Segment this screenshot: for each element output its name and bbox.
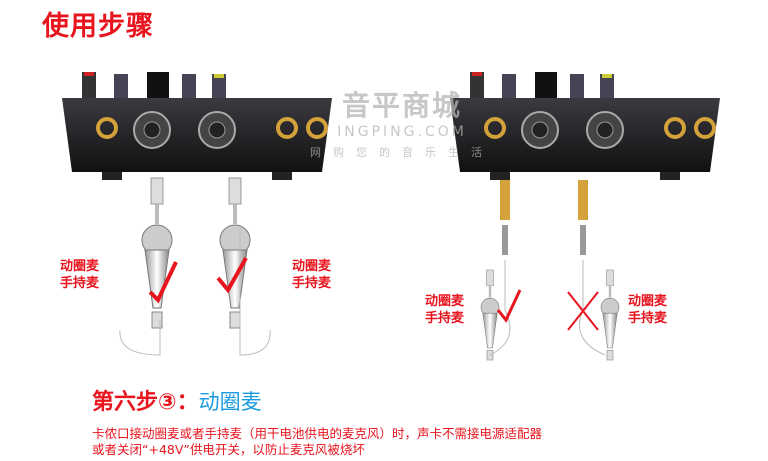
check-icon — [216, 257, 248, 294]
step-heading: 第六步③：动圈麦 — [92, 390, 262, 415]
step-description: 卡侬口接动圈麦或者手持麦（用干电池供电的麦克风）时，声卡不需接电源适配器 或者关… — [92, 426, 543, 457]
mic-left-2 — [219, 177, 251, 329]
check-icon — [496, 289, 522, 323]
watermark: 音平商城 INGPING.COM 网购您的音乐生活 — [310, 89, 494, 159]
page-title: 使用步骤 — [42, 11, 154, 42]
jack-adapters — [500, 180, 588, 255]
cross-icon — [567, 291, 599, 331]
check-icon — [148, 261, 178, 304]
mic-label-right-2: 动圈麦手持麦 — [628, 294, 668, 326]
mic-label-left: 动圈麦手持麦 — [60, 259, 100, 291]
mic-left-1 — [141, 177, 173, 329]
sound-card-left — [60, 70, 334, 182]
mic-label-right: 动圈麦手持麦 — [425, 294, 465, 326]
mic-label-left-2: 动圈麦手持麦 — [292, 259, 332, 291]
